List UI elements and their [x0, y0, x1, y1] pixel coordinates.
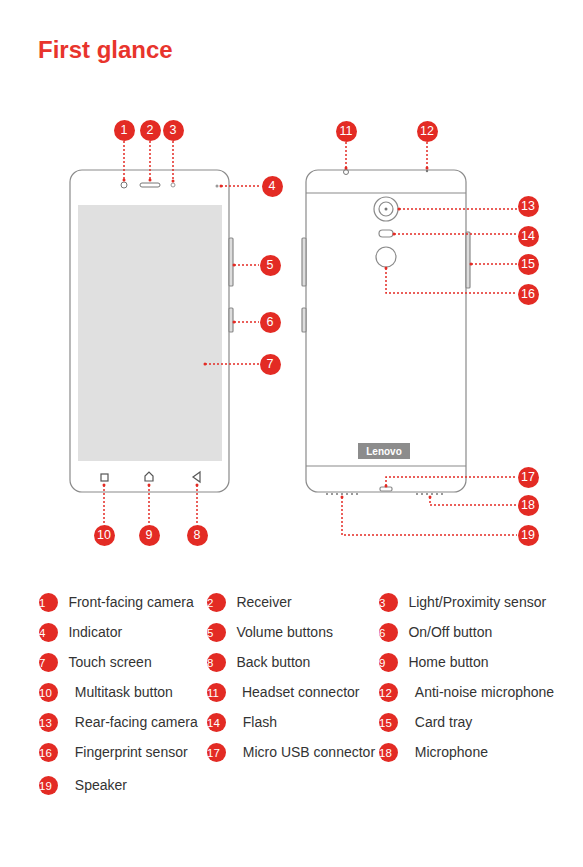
key-callout: 14Flash [207, 713, 226, 732]
callout-number: 1 [114, 120, 135, 141]
callout-digit: 12 [379, 687, 392, 699]
part-name: Home button [408, 654, 488, 670]
callout-number: 2 [140, 120, 161, 141]
callout-digit: 12 [420, 124, 434, 138]
part-name: Microphone [415, 744, 488, 760]
key-callout: 1Front-facing camera [39, 593, 58, 612]
callout-number: 18 [518, 495, 539, 516]
callout-digit: 8 [207, 657, 213, 669]
callout-digit: 7 [267, 357, 274, 371]
key-callout: 8Back button [207, 653, 226, 672]
callout-digit: 1 [39, 597, 45, 609]
callout-digit: 8 [194, 528, 201, 542]
key-callout: 4Indicator [39, 623, 58, 642]
callout-number: 19 [518, 525, 539, 546]
callout-digit: 16 [521, 287, 535, 301]
part-name: On/Off button [408, 624, 492, 640]
callout-digit: 5 [267, 258, 274, 272]
callout-number: 6 [260, 312, 281, 333]
key-callout: 6On/Off button [379, 623, 398, 642]
callout-digit: 3 [170, 123, 177, 137]
part-name: Flash [243, 714, 277, 730]
key-callout: 17Micro USB connector [207, 743, 226, 762]
callout-digit: 15 [521, 257, 535, 271]
part-name: Back button [236, 654, 310, 670]
part-name: Headset connector [242, 684, 360, 700]
callout-digit: 5 [207, 627, 213, 639]
key-callout: 16Fingerprint sensor [39, 743, 58, 762]
callout-number: 5 [260, 255, 281, 276]
callout-digit: 6 [379, 627, 385, 639]
callout-digit: 17 [207, 747, 220, 759]
page-title: First glance [38, 36, 173, 64]
callout-number: 3 [163, 120, 184, 141]
callout-number: 15 [518, 254, 539, 275]
callout-number: 4 [262, 176, 283, 197]
callout-digit: 14 [207, 717, 220, 729]
callout-digit: 4 [269, 179, 276, 193]
part-name: Touch screen [68, 654, 151, 670]
part-name: Receiver [236, 594, 291, 610]
callout-digit: 14 [521, 229, 535, 243]
callout-number: 14 [518, 226, 539, 247]
callout-digit: 18 [521, 498, 535, 512]
callout-number: 8 [187, 525, 208, 546]
callout-number: 11 [336, 121, 357, 142]
key-callout: 19Speaker [39, 776, 58, 795]
callout-number: 13 [518, 196, 539, 217]
callout-number: 16 [518, 284, 539, 305]
brand-logo: Lenovo [366, 446, 402, 457]
callout-digit: 11 [207, 687, 219, 699]
key-callout: 12Anti-noise microphone [379, 683, 398, 702]
part-name: Volume buttons [236, 624, 333, 640]
callout-digit: 7 [39, 657, 45, 669]
callout-number: 9 [139, 525, 160, 546]
part-name: Front-facing camera [68, 594, 193, 610]
callout-number: 17 [518, 467, 539, 488]
key-callout: 10Multitask button [39, 683, 58, 702]
key-callout: 18Microphone [379, 743, 398, 762]
callout-digit: 13 [521, 199, 535, 213]
callout-digit: 4 [39, 627, 45, 639]
callout-number: 7 [260, 354, 281, 375]
part-name: Multitask button [75, 684, 173, 700]
part-name: Micro USB connector [243, 744, 375, 760]
part-name: Speaker [75, 777, 127, 793]
key-callout: 2Receiver [207, 593, 226, 612]
callout-digit: 2 [147, 123, 154, 137]
callout-digit: 17 [521, 470, 535, 484]
callout-digit: 18 [379, 747, 392, 759]
callout-number: 12 [417, 121, 438, 142]
part-name: Card tray [415, 714, 473, 730]
key-callout: 9Home button [379, 653, 398, 672]
callout-digit: 9 [379, 657, 385, 669]
key-callout: 3Light/Proximity sensor [379, 593, 398, 612]
key-callout: 13Rear-facing camera [39, 713, 58, 732]
key-callout: 11Headset connector [207, 683, 226, 702]
callout-digit: 6 [267, 315, 274, 329]
callout-digit: 2 [207, 597, 213, 609]
callout-digit: 19 [521, 528, 535, 542]
part-name: Light/Proximity sensor [408, 594, 546, 610]
callout-digit: 16 [39, 747, 52, 759]
part-name: Indicator [68, 624, 122, 640]
callout-digit: 10 [97, 528, 111, 542]
callout-digit: 9 [146, 528, 153, 542]
callout-digit: 13 [39, 717, 52, 729]
key-callout: 5Volume buttons [207, 623, 226, 642]
callout-digit: 1 [121, 123, 128, 137]
callout-digit: 11 [340, 124, 353, 138]
part-name: Fingerprint sensor [75, 744, 188, 760]
part-name: Anti-noise microphone [415, 684, 554, 700]
callout-digit: 3 [379, 597, 385, 609]
callout-digit: 15 [379, 717, 392, 729]
key-callout: 7Touch screen [39, 653, 58, 672]
part-name: Rear-facing camera [75, 714, 198, 730]
callout-digit: 10 [39, 687, 52, 699]
callout-number: 10 [94, 525, 115, 546]
key-callout: 15Card tray [379, 713, 398, 732]
callout-digit: 19 [39, 780, 52, 792]
